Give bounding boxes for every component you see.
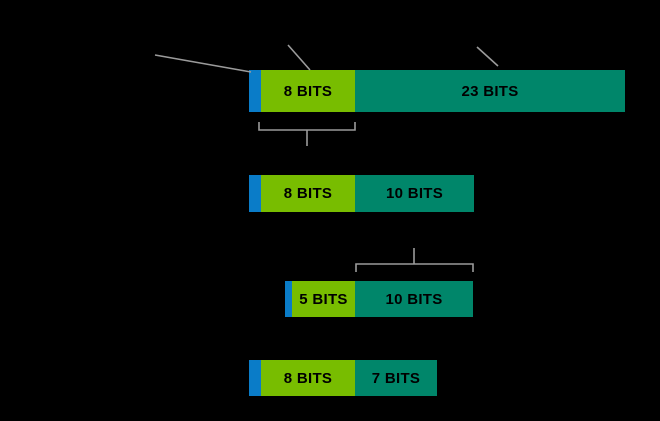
row-4-sign-segment [249,360,261,396]
row-3-sign-segment [285,281,292,317]
row-4-mantissa-segment: 7 BITS [355,360,437,396]
row-1-mantissa-segment: 23 BITS [355,70,625,112]
row-2-sign-segment [249,175,261,212]
bit-field-row-1: 8 BITS 23 BITS [249,70,625,112]
row-4-exponent-segment: 8 BITS [261,360,355,396]
leader-line-mantissa [476,46,499,67]
row-1-sign-segment [249,70,261,112]
row-3-exponent-segment: 5 BITS [292,281,355,317]
bracket-row1-exponent [258,122,356,131]
leader-line-exponent [287,44,311,71]
bit-field-row-4: 8 BITS 7 BITS [249,360,437,396]
row-1-exponent-segment: 8 BITS [261,70,355,112]
bit-field-row-2: 8 BITS 10 BITS [249,175,474,212]
row-2-mantissa-segment: 10 BITS [355,175,474,212]
leader-line-sign-bit [154,54,252,73]
bracket-row3-mantissa [355,263,474,272]
row-2-exponent-segment: 8 BITS [261,175,355,212]
bit-field-row-3: 5 BITS 10 BITS [285,281,473,317]
row-3-mantissa-segment: 10 BITS [355,281,473,317]
